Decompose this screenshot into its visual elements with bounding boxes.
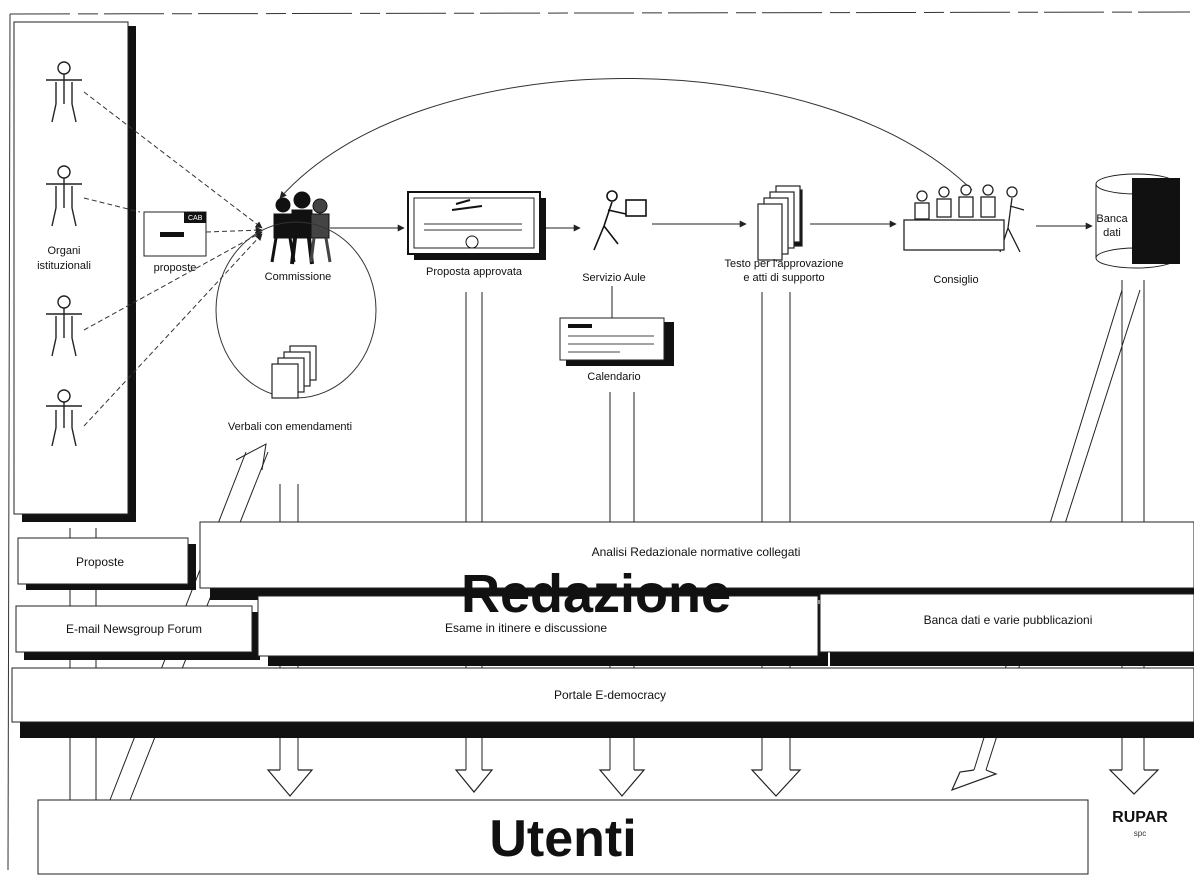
redazione-title: Redazione: [461, 564, 731, 624]
documents-icon: [758, 186, 802, 260]
rupar-label: RUPAR: [1112, 809, 1168, 826]
calendar-icon: [560, 318, 674, 366]
band-row-3: [12, 668, 1194, 738]
consiglio-label: Consiglio: [933, 274, 978, 286]
documents-icon: [272, 346, 316, 398]
servizio-aule-label: Servizio Aule: [582, 272, 646, 284]
commissione-label: Commissione: [265, 271, 332, 283]
band-proposte: Proposte: [76, 555, 124, 569]
certificate-icon: [408, 192, 546, 260]
down-arrows: [268, 770, 1158, 796]
courier-icon: [594, 191, 646, 250]
band-analisi: Analisi Redazionale normative collegati: [592, 545, 801, 559]
band-banca-pubblicazioni: Banca dati e varie pubblicazioni: [924, 613, 1093, 627]
band-email-forum: E-mail Newsgroup Forum: [66, 622, 202, 636]
frame-lines: [8, 12, 1190, 870]
verbali-label: Verbali con emendamenti: [228, 421, 352, 433]
envelope-icon: CAB: [144, 212, 206, 256]
organi-label-line1: Organi: [47, 245, 80, 257]
proposta-approvata-label: Proposta approvata: [426, 266, 523, 278]
feedback-arc: [280, 78, 972, 198]
testo-label-line1: Testo per l'approvazione: [725, 258, 844, 270]
council-icon: [904, 185, 1024, 252]
organi-label-line2: istituzionali: [37, 260, 91, 272]
calendario-label: Calendario: [587, 371, 640, 383]
svg-text:CAB: CAB: [188, 215, 203, 222]
commission-group-icon: [272, 192, 330, 264]
band-portale: Portale E-democracy: [554, 688, 666, 702]
banca-label-line1: Banca: [1096, 213, 1128, 225]
rupar-sub-label: spc: [1134, 829, 1146, 838]
banca-label-line2: dati: [1103, 227, 1121, 239]
testo-label-line2: e atti di supporto: [743, 272, 824, 284]
actors-panel: [14, 22, 136, 522]
utenti-title: Utenti: [489, 810, 636, 868]
